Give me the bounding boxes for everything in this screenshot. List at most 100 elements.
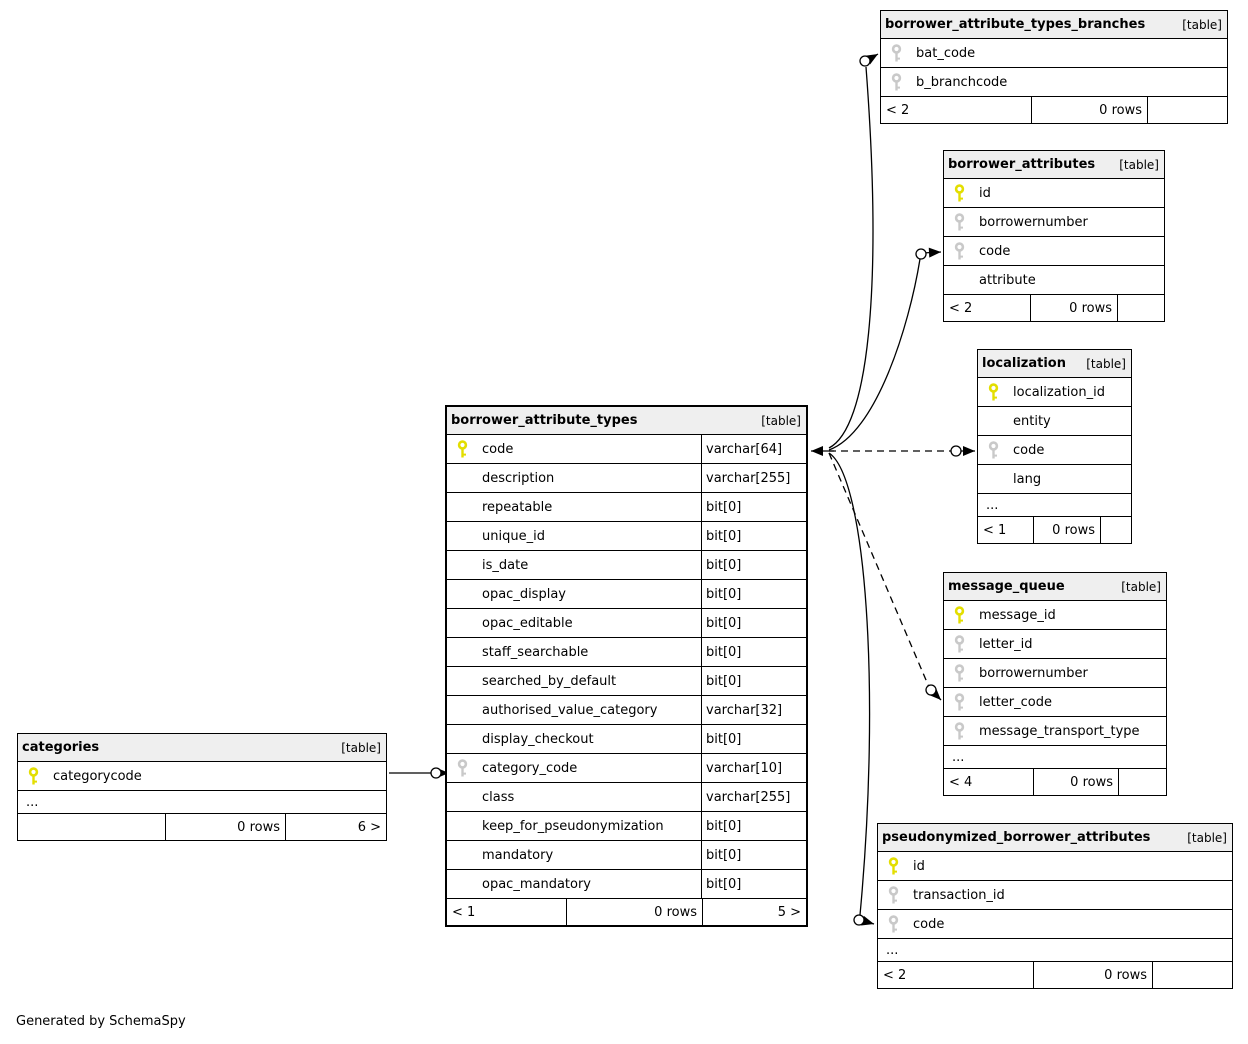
column-type: bit[0] bbox=[701, 551, 806, 579]
column-type: bit[0] bbox=[701, 841, 806, 869]
column-type: varchar[32] bbox=[701, 696, 806, 724]
footer-parents: < 2 bbox=[878, 962, 1034, 988]
column-row-attribute: attribute bbox=[944, 266, 1164, 295]
column-name: ... bbox=[886, 942, 899, 958]
no-key-icon bbox=[455, 701, 469, 720]
column-name-cell: letter_code bbox=[944, 688, 1166, 716]
foreign-key-icon bbox=[455, 758, 469, 778]
column-name-cell: authorised_value_category bbox=[447, 696, 701, 724]
column-name-cell: opac_editable bbox=[447, 609, 701, 637]
footer-parents bbox=[18, 814, 166, 840]
table-box-borrower_attributes[interactable]: borrower_attributes [table] id borrowernumb… bbox=[943, 150, 1165, 322]
table-title[interactable]: borrower_attribute_types_branches bbox=[885, 17, 1146, 32]
table-title[interactable]: borrower_attributes bbox=[948, 157, 1096, 172]
column-row-borrowernumber: borrowernumber bbox=[944, 208, 1164, 237]
ellipsis-row: ... bbox=[944, 746, 1166, 769]
footer-row-count: 0 rows bbox=[166, 814, 286, 840]
column-type: varchar[255] bbox=[701, 464, 806, 492]
column-row-message_id: message_id bbox=[944, 601, 1166, 630]
no-key-icon bbox=[455, 846, 469, 865]
column-name-cell: transaction_id bbox=[878, 881, 1232, 909]
column-row-letter_id: letter_id bbox=[944, 630, 1166, 659]
foreign-key-icon bbox=[886, 914, 900, 934]
column-name: id bbox=[979, 185, 991, 201]
column-name-cell: opac_mandatory bbox=[447, 870, 701, 898]
column-name-cell: code bbox=[878, 910, 1232, 938]
foreign-key-icon bbox=[886, 885, 900, 905]
primary-key-icon bbox=[952, 605, 966, 625]
footer-children bbox=[1101, 517, 1131, 543]
column-row-categorycode: categorycode bbox=[18, 762, 386, 791]
no-key-icon bbox=[455, 527, 469, 546]
column-type: bit[0] bbox=[701, 493, 806, 521]
no-key-icon bbox=[455, 875, 469, 894]
rel-pseudonymized-circle bbox=[853, 914, 865, 926]
column-row-lang: lang bbox=[978, 465, 1131, 494]
column-type: bit[0] bbox=[701, 725, 806, 753]
column-name: transaction_id bbox=[913, 887, 1005, 903]
no-key-icon bbox=[986, 412, 1000, 431]
column-name-cell: localization_id bbox=[978, 378, 1131, 406]
table-box-borrower_attribute_types_branches[interactable]: borrower_attribute_types_branches[table]… bbox=[880, 10, 1228, 124]
column-name-cell: searched_by_default bbox=[447, 667, 701, 695]
table-title[interactable]: borrower_attribute_types bbox=[451, 413, 638, 428]
table-box-pseudonymized_borrower_attributes[interactable]: pseudonymized_borrower_attributes[table]… bbox=[877, 823, 1233, 989]
column-name: letter_id bbox=[979, 636, 1033, 652]
footer-children bbox=[1153, 962, 1232, 988]
column-name: repeatable bbox=[482, 499, 553, 515]
column-name: description bbox=[482, 470, 555, 486]
column-name: localization_id bbox=[1013, 384, 1105, 400]
column-name: staff_searchable bbox=[482, 644, 589, 660]
column-row-borrowernumber: borrowernumber bbox=[944, 659, 1166, 688]
column-type: bit[0] bbox=[701, 870, 806, 898]
table-title[interactable]: pseudonymized_borrower_attributes bbox=[882, 830, 1151, 845]
column-name: message_id bbox=[979, 607, 1056, 623]
column-type: varchar[10] bbox=[701, 754, 806, 782]
table-tag: [table] bbox=[761, 413, 801, 428]
column-type: bit[0] bbox=[701, 522, 806, 550]
column-name-cell: ... bbox=[18, 791, 386, 813]
table-tag: [table] bbox=[1119, 157, 1159, 172]
table-title[interactable]: categories bbox=[22, 740, 100, 755]
rel-message-queue-circle bbox=[925, 684, 937, 696]
rel-pseudonymized-curve bbox=[828, 452, 871, 916]
column-name-cell: code bbox=[978, 436, 1131, 464]
table-title[interactable]: localization bbox=[982, 356, 1066, 371]
no-key-icon bbox=[455, 730, 469, 749]
generated-by-note: Generated by SchemaSpy bbox=[16, 1014, 186, 1029]
no-key-icon bbox=[455, 672, 469, 691]
column-name: class bbox=[482, 789, 515, 805]
column-name-cell: keep_for_pseudonymization bbox=[447, 812, 701, 840]
footer-parents: < 2 bbox=[944, 295, 1031, 321]
column-name: message_transport_type bbox=[979, 723, 1140, 739]
footer-row-count: 0 rows bbox=[1034, 517, 1101, 543]
column-name-cell: ... bbox=[944, 746, 1166, 768]
primary-key-icon bbox=[455, 439, 469, 459]
column-name-cell: b_branchcode bbox=[881, 68, 1227, 96]
column-type: bit[0] bbox=[701, 812, 806, 840]
column-name: ... bbox=[26, 794, 39, 810]
rel-borrower-attributes-circle bbox=[915, 248, 927, 260]
column-name: letter_code bbox=[979, 694, 1052, 710]
ellipsis-row: ... bbox=[878, 939, 1232, 962]
foreign-key-icon bbox=[889, 72, 903, 92]
table-title[interactable]: message_queue bbox=[948, 579, 1065, 594]
footer-parents: < 4 bbox=[944, 769, 1034, 795]
foreign-key-icon bbox=[889, 43, 903, 63]
column-name: entity bbox=[1013, 413, 1051, 429]
